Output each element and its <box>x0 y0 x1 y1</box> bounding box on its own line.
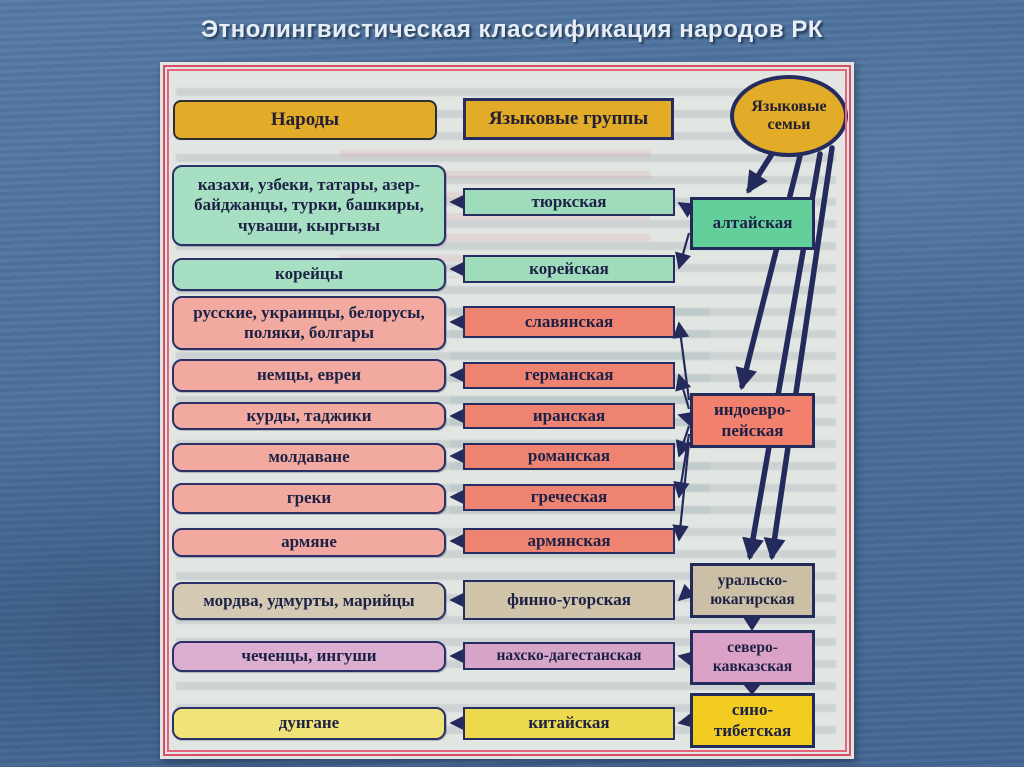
language-group-box: тюркская <box>463 188 675 216</box>
column-header-language-groups: Языковые группы <box>463 98 674 140</box>
peoples-box: казахи, узбеки, татары, азер-байджанцы, … <box>172 165 446 246</box>
language-family-box: алтайская <box>690 197 815 250</box>
language-group-box: армянская <box>463 528 675 554</box>
language-group-box: греческая <box>463 484 675 511</box>
language-family-box: уральско-юкагирская <box>690 563 815 618</box>
peoples-box: корейцы <box>172 258 446 291</box>
language-group-box: корейская <box>463 255 675 283</box>
peoples-box: курды, таджики <box>172 402 446 430</box>
language-family-box: сино-тибетская <box>690 693 815 748</box>
language-group-box: финно-угорская <box>463 580 675 620</box>
language-group-box: германская <box>463 362 675 389</box>
column-header-peoples: Народы <box>173 100 437 140</box>
language-families-oval: Языковые семьи <box>730 75 848 157</box>
peoples-box: русские, украинцы, белорусы, поляки, бол… <box>172 296 446 350</box>
peoples-box: чеченцы, ингуши <box>172 641 446 672</box>
language-group-box: нахско-дагестанская <box>463 642 675 670</box>
peoples-box: молдаване <box>172 443 446 472</box>
peoples-box: немцы, евреи <box>172 359 446 392</box>
peoples-box: армяне <box>172 528 446 557</box>
language-group-box: иранская <box>463 403 675 429</box>
language-group-box: славянская <box>463 306 675 338</box>
peoples-box: греки <box>172 483 446 514</box>
slide-title: Этнолингвистическая классификация народо… <box>200 16 824 43</box>
diagram-panel: Народы Языковые группы Языковые семьи ка… <box>160 62 854 759</box>
peoples-box: дунгане <box>172 707 446 740</box>
language-group-box: романская <box>463 443 675 470</box>
peoples-box: мордва, удмурты, марийцы <box>172 582 446 620</box>
language-family-box: северо-кавказская <box>690 630 815 685</box>
language-family-box: индоевро-пейская <box>690 393 815 448</box>
language-group-box: китайская <box>463 707 675 740</box>
